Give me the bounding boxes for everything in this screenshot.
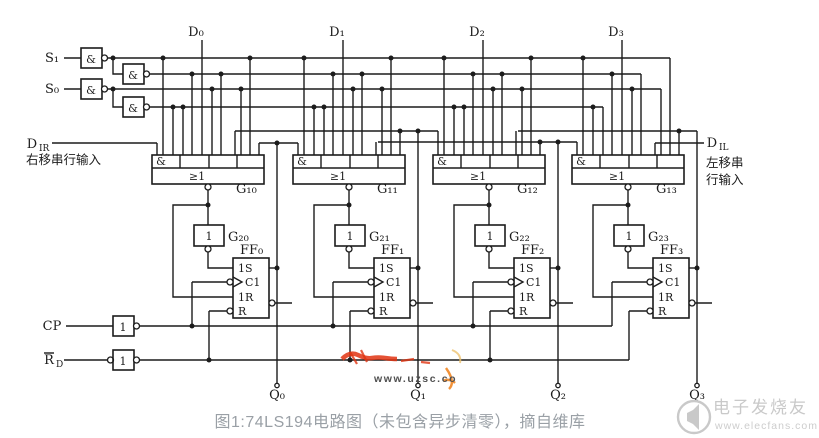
s0-input-label: S₀ xyxy=(45,82,59,97)
s0a-and-symbol: & xyxy=(86,84,96,97)
q3-terminal xyxy=(694,382,700,389)
s1-input-label: S₁ xyxy=(45,51,59,66)
andor-g10-name: G₁₀ xyxy=(236,182,257,197)
flipflop-ff0 xyxy=(232,257,270,319)
flipflop-ff3 xyxy=(652,257,690,319)
dir-input-label: D xyxy=(27,137,37,152)
dil-description-1: 左移串 xyxy=(706,155,744,170)
elecfans-watermark-url: www.elecfans.com xyxy=(714,420,818,432)
q2-output-label: Q₂ xyxy=(550,388,566,403)
dil-input-subscript: IL xyxy=(719,143,729,153)
d2-input-label: D₂ xyxy=(469,25,485,40)
d3-input-label: D₃ xyxy=(608,25,624,40)
rd-input-subscript: D xyxy=(56,360,63,370)
elecfans-speaker-icon xyxy=(687,404,699,430)
s1b-and-symbol: & xyxy=(128,69,138,82)
cp-inv-symbol: 1 xyxy=(120,321,127,334)
ff3-pin-1s: 1S xyxy=(658,262,673,275)
elecfans-logo-icon xyxy=(676,399,712,435)
ff0-pin-r: R xyxy=(238,305,247,318)
q0-output-label: Q₀ xyxy=(269,388,285,403)
andor-g12-name: G₁₂ xyxy=(517,182,538,197)
d0-input-label: D₀ xyxy=(188,25,204,40)
inverter-g20-name: G₂₀ xyxy=(228,230,249,245)
figure-caption: 图1:74LS194电路图（未包含异步清零），摘自维库 xyxy=(214,414,586,431)
orange-scribble-watermark xyxy=(442,367,456,390)
s0b-and-symbol: & xyxy=(128,102,138,115)
flipflop-ff1-name: FF₁ xyxy=(381,243,404,258)
ff3-pin-r: R xyxy=(658,305,667,318)
ff3-pin-c1: C1 xyxy=(665,276,680,289)
ff2-pin-r: R xyxy=(519,305,528,318)
ff0-pin-1r: 1R xyxy=(238,291,254,304)
q1-output-label: Q₁ xyxy=(410,388,426,403)
andor-gate-g11 xyxy=(292,154,406,185)
yellow-scribble-stroke xyxy=(451,349,462,364)
andor-gate-g10 xyxy=(151,154,265,185)
andor-g11-and-symbol: & xyxy=(297,155,307,168)
ff0-pin-c1: C1 xyxy=(245,276,260,289)
red-scribble-watermark xyxy=(340,351,398,362)
flipflop-ff2 xyxy=(513,257,551,319)
flipflop-ff3-name: FF₃ xyxy=(660,243,683,258)
dir-input-subscript: IR xyxy=(39,144,50,154)
inverter-g21-symbol: 1 xyxy=(347,230,354,243)
inverter-g22-symbol: 1 xyxy=(487,230,494,243)
andor-g12-and-symbol: & xyxy=(437,155,447,168)
red-scribble-strokes xyxy=(349,349,431,365)
elecfans-watermark-name: 电子发烧友 xyxy=(713,398,808,418)
ff1-pin-1r: 1R xyxy=(379,291,395,304)
ff1-pin-1s: 1S xyxy=(379,262,394,275)
andor-g11-name: G₁₁ xyxy=(377,182,398,197)
andor-g12-or-symbol: ≥1 xyxy=(470,170,486,183)
d1-input-label: D₁ xyxy=(329,25,345,40)
inverter-g23-name: G₂₃ xyxy=(648,230,669,245)
andor-g13-name: G₁₃ xyxy=(656,182,677,197)
flipflop-ff2-name: FF₂ xyxy=(521,243,544,258)
flipflop-ff1 xyxy=(373,257,411,319)
ff1-pin-c1: C1 xyxy=(386,276,401,289)
dil-input-label: D xyxy=(707,136,717,151)
q0-terminal xyxy=(274,382,280,389)
andor-g13-or-symbol: ≥1 xyxy=(609,170,625,183)
ff1-pin-r: R xyxy=(379,305,388,318)
ff0-pin-1s: 1S xyxy=(238,262,253,275)
andor-g10-or-symbol: ≥1 xyxy=(189,170,205,183)
inverter-g20-symbol: 1 xyxy=(206,230,213,243)
andor-g13-and-symbol: & xyxy=(576,155,586,168)
andor-g11-or-symbol: ≥1 xyxy=(330,170,346,183)
uzsc-watermark-text: www.uzsc.co xyxy=(373,373,457,385)
inverter-g23-symbol: 1 xyxy=(626,230,633,243)
ff2-pin-c1: C1 xyxy=(526,276,541,289)
andor-gate-g12 xyxy=(432,154,546,185)
ff2-pin-1s: 1S xyxy=(519,262,534,275)
dir-description: 右移串行输入 xyxy=(26,152,102,167)
ff2-pin-1r: 1R xyxy=(519,291,535,304)
s1a-and-symbol: & xyxy=(86,53,96,66)
inverter-g22-name: G₂₂ xyxy=(509,230,530,245)
ff3-pin-1r: 1R xyxy=(658,291,674,304)
inverter-g21-name: G₂₁ xyxy=(369,230,390,245)
flipflop-ff0-name: FF₀ xyxy=(240,243,263,258)
dil-description-2: 行输入 xyxy=(706,172,744,187)
q1-terminal xyxy=(415,382,421,389)
q2-terminal xyxy=(555,382,561,389)
cp-input-label: CP xyxy=(43,319,62,334)
andor-g10-and-symbol: & xyxy=(156,155,166,168)
andor-gate-g13 xyxy=(571,154,685,185)
rd-input-label: R xyxy=(44,353,55,368)
q3-output-label: Q₃ xyxy=(689,388,705,403)
rd-inv-symbol: 1 xyxy=(120,355,127,368)
